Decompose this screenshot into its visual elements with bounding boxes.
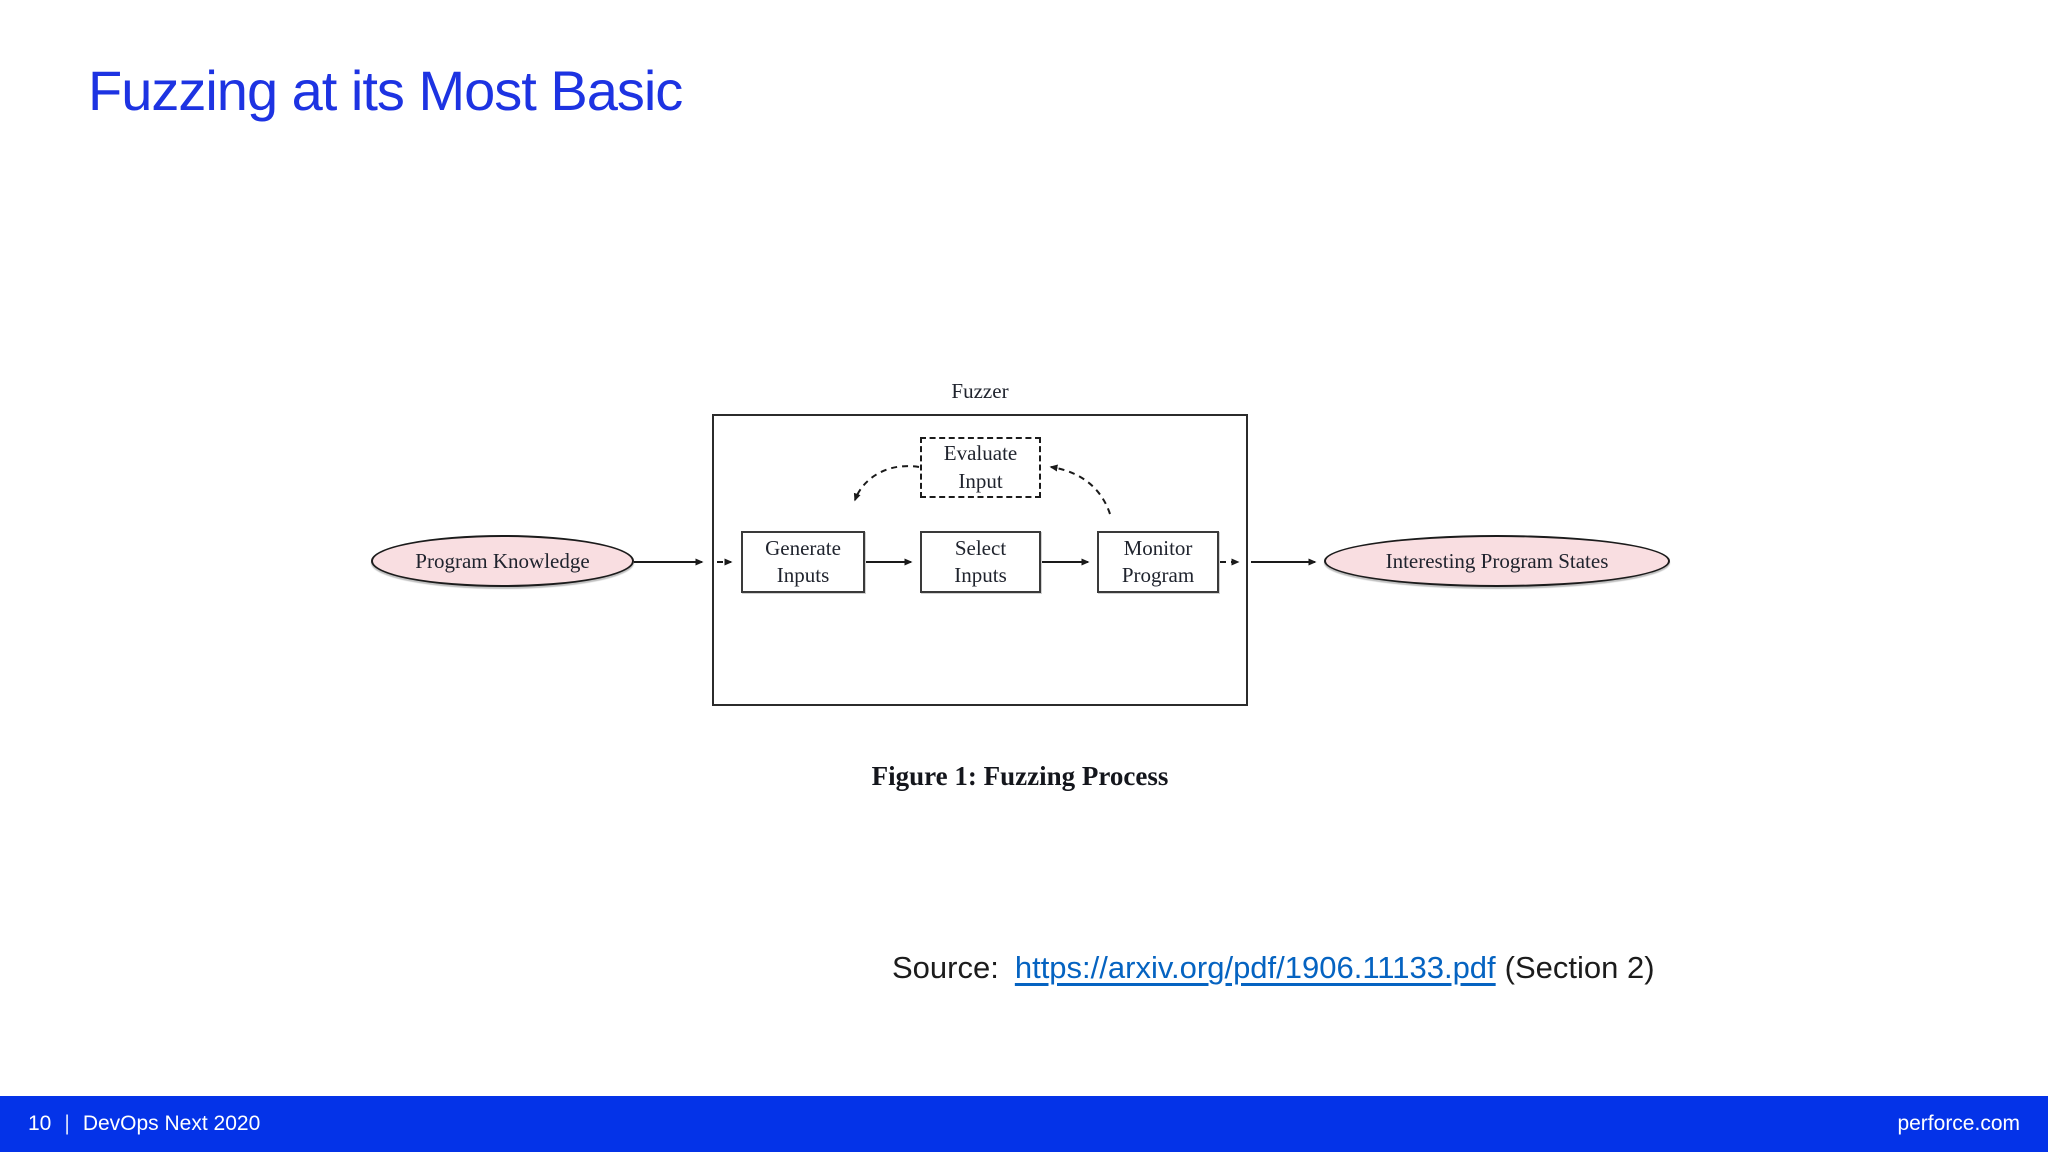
footer-bar: 10 | DevOps Next 2020 perforce.com [0, 1096, 2048, 1152]
node-select-inputs: Select Inputs [920, 531, 1041, 593]
node-evaluate-input: Evaluate Input [920, 437, 1041, 498]
figure-caption: Figure 1: Fuzzing Process [871, 761, 1169, 791]
node-monitor-program: Monitor Program [1097, 531, 1219, 593]
source-label: Source: [892, 950, 999, 985]
footer-website: perforce.com [1897, 1112, 2020, 1135]
fuzzer-container-label: Fuzzer [951, 379, 1009, 403]
fuzzer-container-box [712, 414, 1248, 706]
node-generate-inputs: Generate Inputs [741, 531, 865, 593]
footer-page-number: 10 [28, 1112, 52, 1135]
footer-event-name: DevOps Next 2020 [82, 1112, 261, 1135]
page-title: Fuzzing at its Most Basic [88, 59, 683, 122]
node-program-knowledge: Program Knowledge [371, 535, 634, 587]
node-interesting-program-states: Interesting Program States [1324, 535, 1670, 587]
source-line: Source: https://arxiv.org/pdf/1906.11133.… [892, 950, 1655, 986]
source-link[interactable]: https://arxiv.org/pdf/1906.11133.pdf [1014, 950, 1496, 985]
footer-left-group: 10 | DevOps Next 2020 [28, 1112, 260, 1136]
footer-divider: | [64, 1112, 70, 1135]
source-suffix: (Section 2) [1504, 950, 1655, 985]
